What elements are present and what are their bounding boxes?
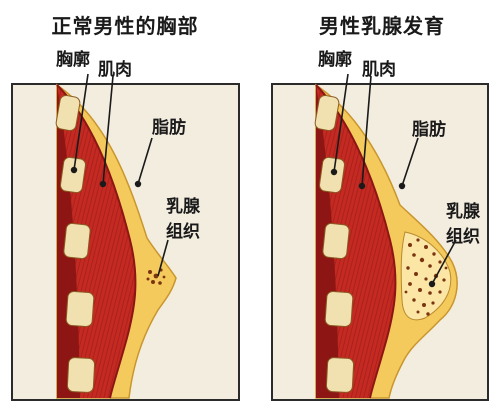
right-label-gland-line2: 组织 <box>446 227 480 247</box>
left-label-ribs: 胸廓 <box>56 50 90 70</box>
left-label-gland-line2: 组织 <box>166 222 200 242</box>
right-label-muscle: 肌肉 <box>362 60 396 80</box>
left-leader-lines <box>73 73 169 277</box>
left-label-gland: 乳腺 组织 <box>166 195 200 245</box>
left-panel-illustration <box>11 73 240 401</box>
left-panel-title: 正常男性的胸部 <box>51 14 199 38</box>
right-label-ribs: 胸廓 <box>318 50 352 70</box>
right-label-gland: 乳腺 组织 <box>446 200 480 250</box>
right-label-gland-line1: 乳腺 <box>446 202 480 222</box>
right-leader-lines <box>333 73 457 285</box>
right-label-fat: 脂肪 <box>412 120 446 140</box>
left-label-gland-line1: 乳腺 <box>166 197 200 217</box>
right-gland-tissue <box>404 238 448 316</box>
left-label-fat: 脂肪 <box>152 118 186 138</box>
right-panel-title: 男性乳腺发育 <box>319 14 445 38</box>
right-ribs <box>314 94 355 393</box>
left-ribs <box>55 94 96 393</box>
left-label-muscle: 肌肉 <box>98 60 132 80</box>
right-panel-illustration <box>271 73 489 401</box>
